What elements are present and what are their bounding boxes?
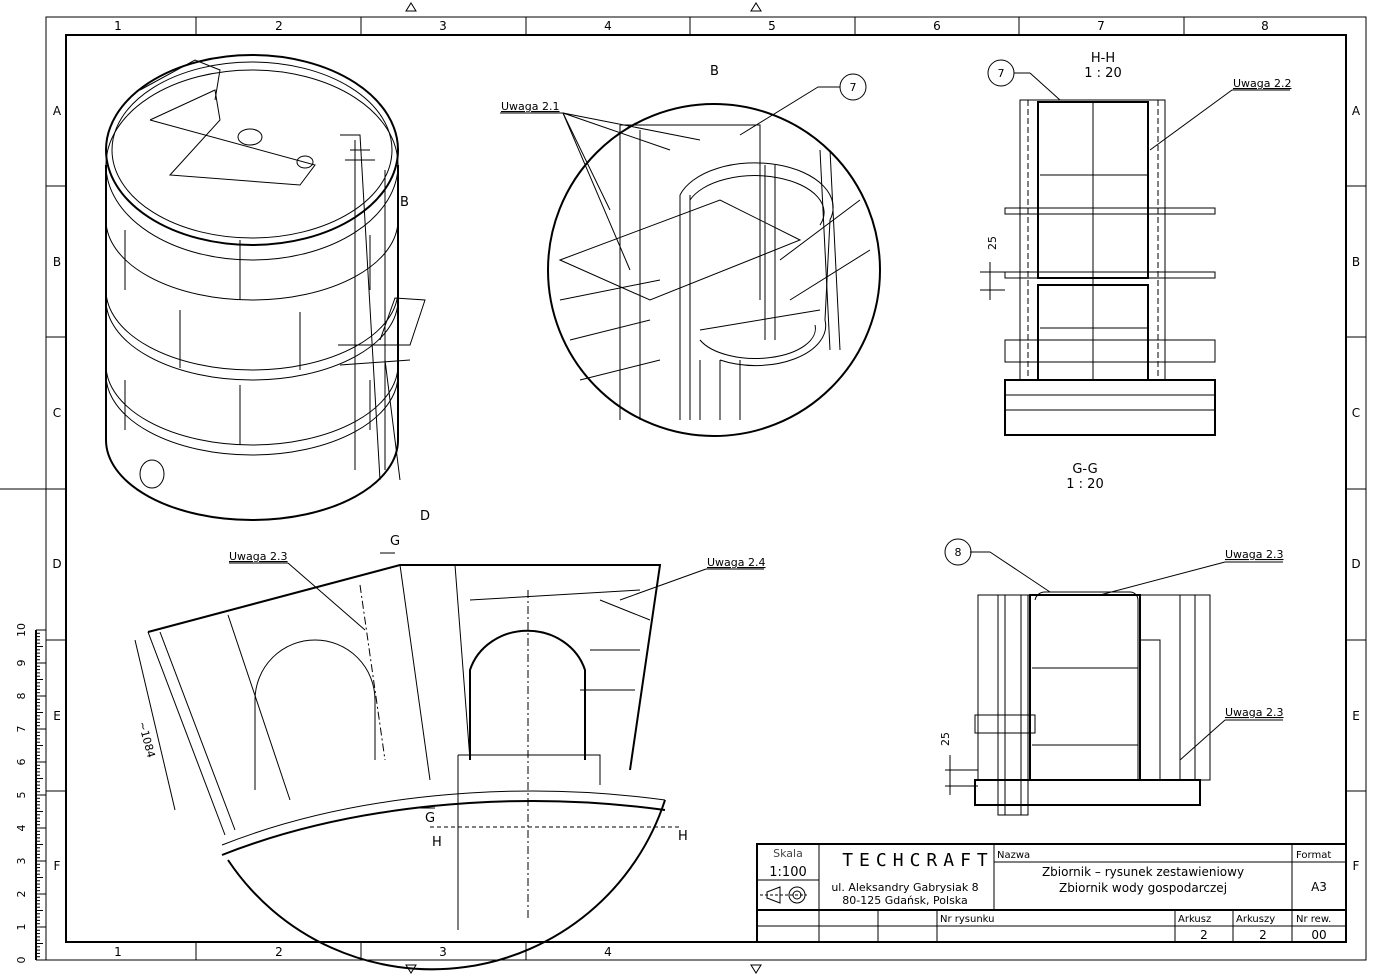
sheets-label: Arkuszy <box>1236 914 1275 925</box>
balloon-number: 7 <box>850 81 857 94</box>
ruler-label: 7 <box>15 726 28 733</box>
column-label: 2 <box>275 945 283 959</box>
row-label: A <box>1352 104 1361 118</box>
section-marker-g: G <box>390 534 400 549</box>
row-label: B <box>53 255 61 269</box>
format-label: Format <box>1296 850 1331 861</box>
balloon-7 <box>987 59 1015 87</box>
column-label: 3 <box>439 19 447 33</box>
projection-symbol-icon <box>760 886 807 904</box>
column-label: 6 <box>933 19 941 33</box>
row-label: F <box>54 859 61 873</box>
detail-d-view <box>134 552 680 971</box>
note-label: Uwaga 2.1 <box>501 100 560 113</box>
note-label: Uwaga 2.4 <box>707 556 766 569</box>
company-logo: TECHCRAFT <box>842 850 994 871</box>
note-label: Uwaga 2.2 <box>1233 77 1292 90</box>
sheet-value: 2 <box>1200 928 1208 942</box>
measurement-ruler: 0 1 2 3 4 5 6 7 8 9 10 <box>15 623 46 964</box>
row-label: F <box>1353 859 1360 873</box>
ruler-label: 9 <box>15 660 28 667</box>
ruler-label: 5 <box>15 792 28 799</box>
section-marker-h: H <box>432 835 442 850</box>
detail-b-view <box>547 103 881 437</box>
name-label: Nazwa <box>997 850 1030 861</box>
column-label: 8 <box>1261 19 1269 33</box>
section-marker-g: G <box>425 811 435 826</box>
ruler-label: 4 <box>15 825 28 832</box>
section-gg-view <box>945 591 1211 816</box>
ruler-label: 3 <box>15 858 28 865</box>
sheet-label: Arkusz <box>1178 914 1211 925</box>
column-label: 4 <box>604 945 612 959</box>
section-hh-title: H-H <box>1091 51 1115 66</box>
ruler-label: 0 <box>15 957 28 964</box>
section-gg-scale: 1 : 20 <box>1066 477 1103 492</box>
outer-frame <box>45 16 1367 961</box>
row-label: D <box>1351 557 1360 571</box>
sheets-value: 2 <box>1259 928 1267 942</box>
row-label: E <box>1352 709 1360 723</box>
column-label: 2 <box>275 19 283 33</box>
drawing-title: Zbiornik – rysunek zestawieniowy <box>1042 865 1244 879</box>
row-label: D <box>52 557 61 571</box>
balloon-number: 7 <box>998 67 1005 80</box>
scale-value: 1:100 <box>769 865 806 880</box>
row-label: A <box>53 104 62 118</box>
revision-value: 00 <box>1311 928 1326 942</box>
detail-d-title: D <box>420 509 430 524</box>
scale-label: Skala <box>773 847 803 860</box>
format-value: A3 <box>1311 880 1327 894</box>
section-hh-scale: 1 : 20 <box>1084 66 1121 81</box>
detail-b-title: B <box>710 64 719 79</box>
row-label: B <box>1352 255 1360 269</box>
dimension-25: 25 <box>986 236 999 250</box>
ruler-label: 10 <box>15 623 28 637</box>
dimension-1084: ~1084 <box>135 720 157 759</box>
row-label: E <box>53 709 61 723</box>
grid-dividers <box>0 17 1366 960</box>
column-label: 1 <box>114 945 122 959</box>
column-label: 7 <box>1097 19 1105 33</box>
section-marker-h: H <box>678 829 688 844</box>
address-line: 80-125 Gdańsk, Polska <box>842 894 967 907</box>
detail-b-callout: B <box>400 195 409 210</box>
balloon-number: 8 <box>955 546 962 559</box>
column-label: 5 <box>768 19 776 33</box>
drawing-subtitle: Zbiornik wody gospodarczej <box>1059 881 1227 895</box>
balloon-8 <box>944 538 972 566</box>
note-label: Uwaga 2.3 <box>229 550 288 563</box>
leader-lines <box>229 72 1290 761</box>
tank-isometric-view <box>105 54 426 521</box>
ruler-label: 1 <box>15 924 28 931</box>
balloon-7 <box>839 73 867 101</box>
revision-label: Nr rew. <box>1296 914 1331 925</box>
note-label: Uwaga 2.3 <box>1225 548 1284 561</box>
column-label: 3 <box>439 945 447 959</box>
column-label: 4 <box>604 19 612 33</box>
ruler-label: 6 <box>15 759 28 766</box>
address-line: ul. Aleksandry Gabrysiak 8 <box>831 881 978 894</box>
note-label: Uwaga 2.3 <box>1225 706 1284 719</box>
ruler-label: 8 <box>15 693 28 700</box>
section-hh-view <box>980 99 1216 436</box>
dimension-25: 25 <box>939 732 952 746</box>
drawing-number-label: Nr rysunku <box>940 914 995 925</box>
section-gg-title: G-G <box>1072 462 1097 477</box>
title-block <box>756 843 1347 943</box>
ruler-label: 2 <box>15 891 28 898</box>
column-label: 1 <box>114 19 122 33</box>
row-label: C <box>1352 406 1360 420</box>
row-label: C <box>53 406 61 420</box>
